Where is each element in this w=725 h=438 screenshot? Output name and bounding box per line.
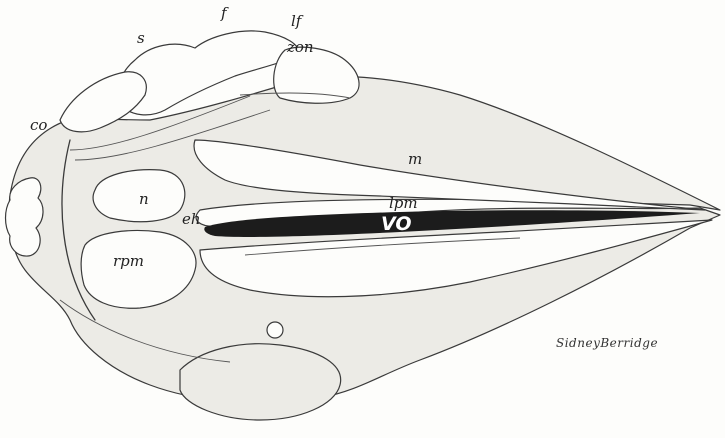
label-eh: eh	[182, 212, 201, 227]
label-n: n	[139, 192, 149, 207]
artist-signature: SidneyBerridge	[556, 336, 658, 350]
pterygoid-lobe	[180, 344, 341, 420]
label-lpm: lpm	[389, 196, 418, 211]
label-co: co	[30, 118, 47, 133]
label-m: m	[408, 152, 422, 167]
label-f: f	[221, 6, 227, 21]
label-zon: zon	[287, 40, 314, 55]
label-lf: lf	[291, 14, 301, 29]
label-rpm: rpm	[113, 254, 144, 269]
label-s: s	[137, 31, 145, 46]
hamular-process	[267, 322, 283, 338]
label-vo: VO	[381, 215, 412, 234]
